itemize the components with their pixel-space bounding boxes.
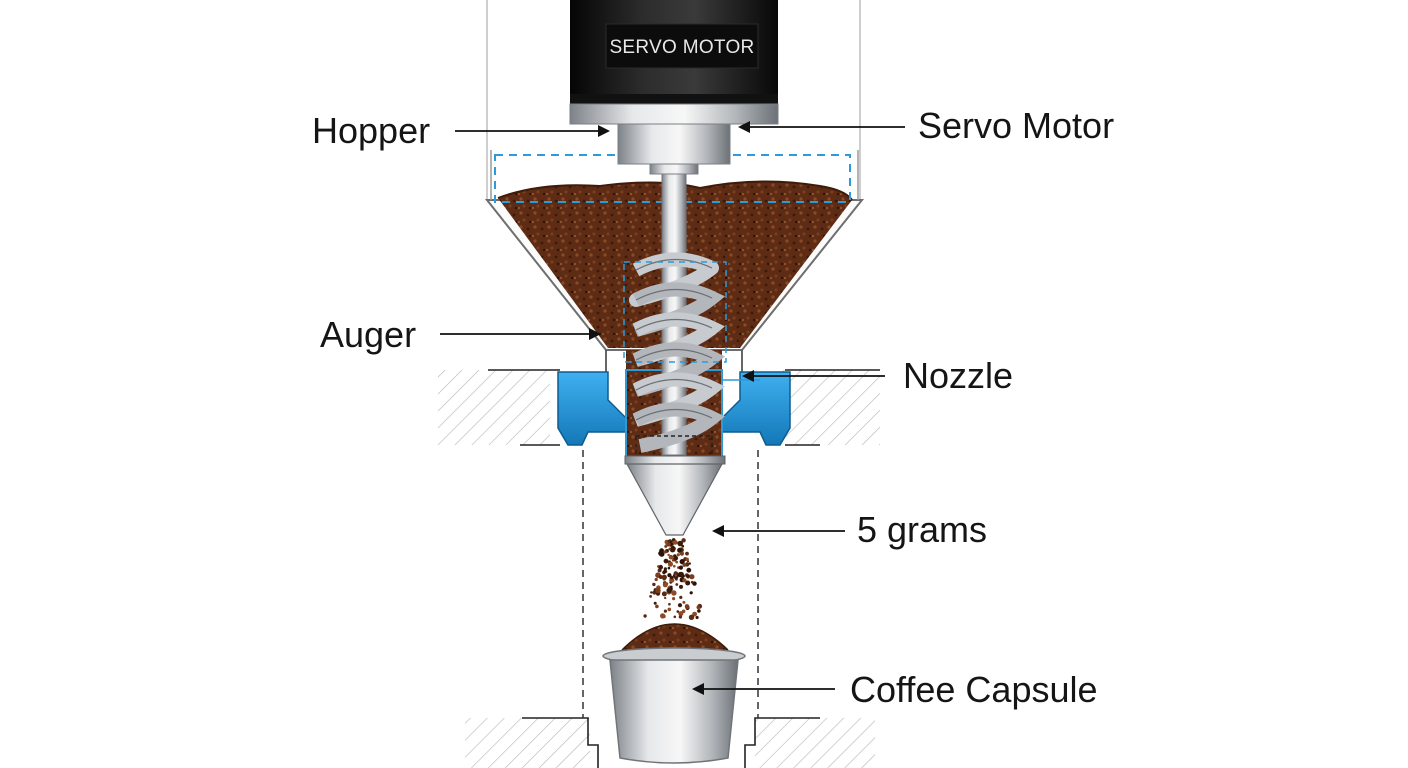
coffee-particle — [692, 611, 697, 617]
coffee-particle — [661, 574, 667, 580]
coffee-particle — [668, 554, 674, 560]
coffee-particle — [681, 609, 686, 614]
coffee-particle — [688, 614, 695, 620]
coffee-particle — [673, 555, 679, 561]
coffee-particle — [663, 550, 668, 554]
coffee-particle — [684, 604, 690, 610]
coffee-particle — [682, 563, 687, 567]
dose-label: 5 grams — [857, 509, 987, 550]
servo-motor-label: Servo Motor — [918, 105, 1114, 146]
coffee-particle — [678, 565, 684, 570]
guide-tube — [582, 450, 759, 718]
coffee-particle — [664, 596, 667, 600]
coffee-particle — [685, 551, 689, 556]
dispensing-cone — [624, 435, 726, 536]
coffee-particle — [662, 582, 668, 588]
coffee-particle — [678, 615, 683, 619]
coffee-particle — [682, 600, 686, 604]
coffee-capsule — [602, 623, 746, 764]
coffee-particle — [675, 560, 679, 564]
coffee-particle — [681, 544, 685, 548]
coffee-particle — [667, 561, 674, 567]
coffee-particle — [677, 548, 682, 553]
motor-plate-label: SERVO MOTOR — [609, 37, 754, 58]
coffee-particle — [685, 557, 689, 561]
lower-base-plate — [465, 717, 875, 768]
coffee-particle — [696, 605, 701, 609]
coffee-particle — [669, 575, 674, 580]
coffee-particle — [667, 539, 671, 543]
coffee-particle — [676, 610, 680, 613]
coffee-particle — [679, 584, 683, 589]
coffee-particle — [685, 580, 691, 586]
capsule-label: Coffee Capsule — [850, 669, 1098, 710]
coffee-particle — [674, 574, 678, 577]
nozzle-label: Nozzle — [903, 355, 1013, 396]
coffee-particle — [685, 574, 690, 578]
coffee-particle — [660, 613, 666, 619]
coffee-particle — [664, 544, 668, 547]
hopper-label: Hopper — [312, 110, 430, 151]
coffee-particle — [679, 559, 685, 565]
coffee-particle — [661, 591, 667, 597]
coffee-particle — [671, 590, 677, 596]
coffee-particle — [679, 595, 683, 600]
coffee-particle — [676, 553, 680, 557]
coffee-particle — [655, 604, 659, 609]
coffee-particle — [667, 566, 671, 570]
callout-arrows — [440, 121, 905, 695]
coffee-particle — [672, 597, 676, 601]
background-frame — [486, 0, 861, 200]
coffee-particle — [669, 577, 675, 583]
coffee-particle — [663, 558, 669, 564]
coffee-particle — [673, 540, 678, 545]
nozzle-mount — [557, 350, 791, 446]
coffee-particle — [681, 538, 686, 543]
coffee-particle — [658, 564, 663, 570]
coffee-particle — [678, 611, 684, 617]
coffee-particle — [686, 567, 692, 573]
coffee-particle — [653, 601, 657, 605]
coffee-particle — [695, 615, 699, 620]
coffee-particle — [663, 609, 668, 613]
coffee-particle — [682, 578, 687, 583]
coffee-particle — [689, 574, 695, 580]
auger-label: Auger — [320, 314, 416, 355]
coffee-particle — [654, 577, 658, 582]
coffee-particle — [650, 591, 653, 594]
coffee-particle — [643, 614, 647, 618]
coffee-particle — [689, 591, 693, 595]
coffee-particle — [673, 564, 676, 568]
coffee-particle — [652, 582, 656, 587]
coffee-particle — [673, 615, 677, 619]
coffee-particle — [671, 559, 675, 562]
servo-motor: SERVO MOTOR — [569, 0, 779, 175]
coffee-particle — [667, 553, 670, 557]
falling-coffee-particles — [643, 538, 703, 620]
coffee-particle — [679, 571, 684, 577]
coffee-particle — [658, 575, 663, 579]
coffee-particle — [670, 545, 676, 551]
coffee-particle — [675, 583, 679, 586]
coffee-particle — [668, 547, 672, 551]
auger — [623, 164, 727, 456]
coffee-particle — [655, 587, 661, 594]
coffee-particle — [677, 603, 683, 608]
coffee-particle — [679, 551, 685, 556]
callout-labels: Hopper Servo Motor Auger Nozzle 5 grams … — [312, 105, 1114, 710]
coffee-particle — [649, 595, 652, 598]
coffee-particle — [668, 602, 671, 606]
coffee-particle — [663, 567, 668, 571]
coffee-particle — [677, 540, 683, 547]
coffee-particle — [666, 588, 672, 594]
coffee-particle — [667, 607, 672, 612]
coffee-particle — [697, 609, 701, 613]
coffee-particle — [688, 562, 691, 565]
coffee-particle — [690, 580, 694, 584]
coffee-particle — [659, 548, 664, 554]
